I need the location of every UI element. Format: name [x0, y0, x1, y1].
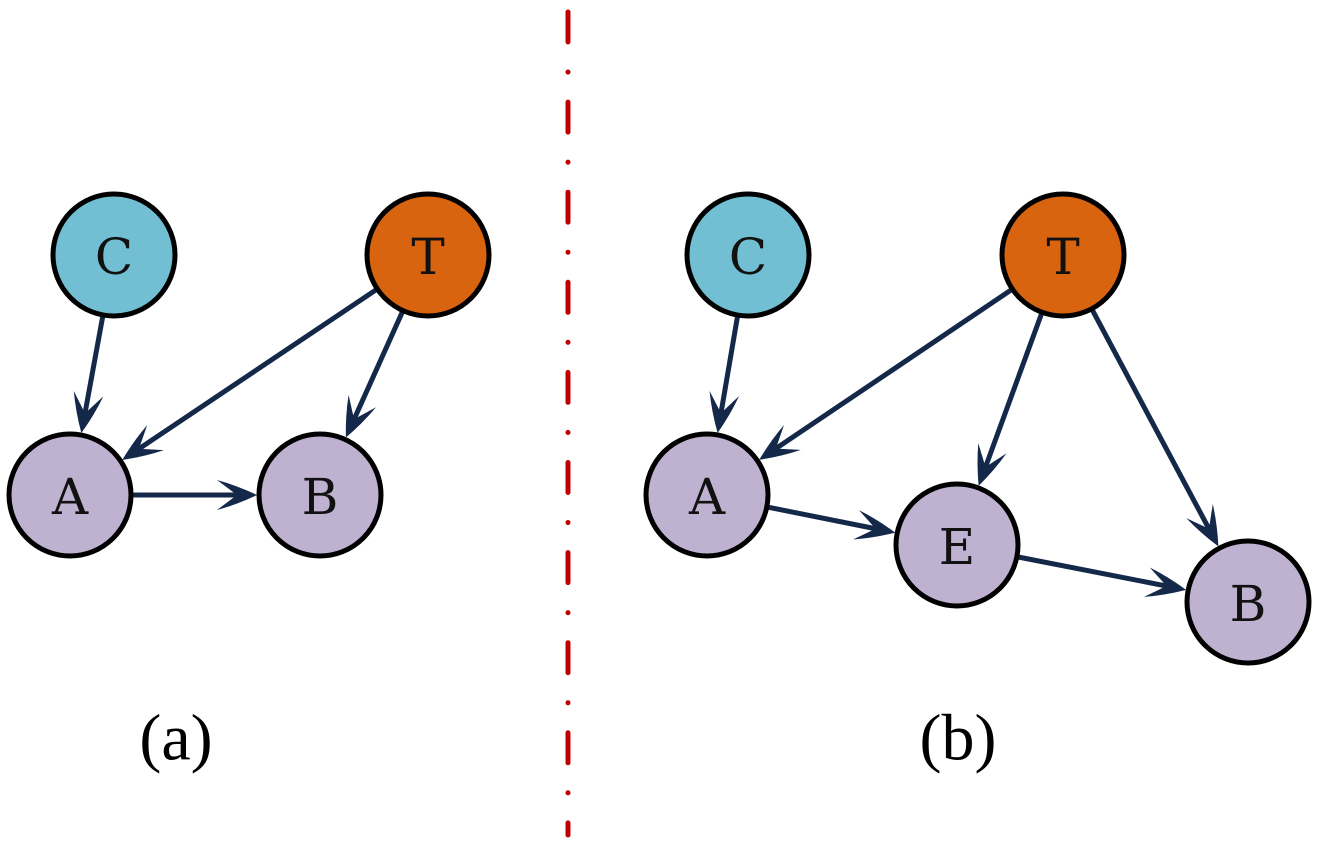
node-circle: [893, 481, 1021, 609]
node-circle: [643, 431, 771, 559]
node-b-E: E: [893, 481, 1021, 609]
node-circle: [999, 191, 1127, 319]
edge-line: [982, 313, 1044, 470]
arrowhead-icon: [73, 390, 104, 434]
edge-a-C-A: [73, 316, 106, 434]
node-label: T: [411, 228, 444, 286]
caption-b: (b): [920, 702, 997, 775]
edge-a-T-A: [122, 288, 378, 460]
arrowhead-icon: [709, 390, 740, 433]
arrowhead-icon: [853, 510, 896, 540]
edge-b-E-B: [1018, 554, 1187, 597]
node-label: C: [729, 228, 767, 286]
edge-line: [350, 311, 405, 423]
edge-b-T-E: [977, 313, 1044, 486]
node-label: T: [1046, 228, 1079, 286]
node-circle: [50, 191, 178, 319]
arrowhead-icon: [122, 425, 164, 460]
edge-b-T-A: [759, 288, 1013, 460]
edge-line: [768, 504, 879, 532]
arrowhead-icon: [217, 480, 257, 510]
arrowhead-icon: [1186, 504, 1219, 547]
node-a-C: C: [50, 191, 178, 319]
node-circle: [684, 191, 812, 319]
arrowhead-icon: [1144, 567, 1187, 597]
node-a-T: T: [364, 191, 492, 319]
node-circle: [1184, 538, 1312, 666]
arrowhead-icon: [759, 424, 801, 460]
edge-a-A-B: [133, 480, 257, 510]
node-label: C: [95, 228, 133, 286]
node-circle: [6, 431, 134, 559]
node-a-A: A: [6, 431, 134, 559]
node-label: B: [302, 468, 339, 526]
node-label: E: [939, 518, 976, 576]
caption-a: (a): [139, 702, 212, 775]
node-circle: [364, 191, 492, 319]
arrowhead-icon: [977, 443, 1007, 486]
edge-b-A-E: [768, 504, 896, 540]
edge-line: [135, 288, 378, 452]
node-label: A: [688, 468, 726, 526]
arrowhead-icon: [345, 394, 376, 438]
node-label: A: [51, 468, 89, 526]
node-b-T: T: [999, 191, 1127, 319]
edge-line: [772, 288, 1013, 452]
edge-line: [82, 316, 106, 416]
edge-b-C-A: [709, 316, 740, 433]
node-circle: [256, 431, 384, 559]
node-b-A: A: [643, 431, 771, 559]
edge-line: [1018, 554, 1169, 589]
node-b-B: B: [1184, 538, 1312, 666]
edge-a-T-B: [345, 311, 405, 438]
edge-line: [718, 316, 740, 416]
node-a-B: B: [256, 431, 384, 559]
node-b-C: C: [684, 191, 812, 319]
edge-b-T-B: [1090, 309, 1219, 547]
node-label: B: [1230, 575, 1267, 633]
edge-line: [1090, 309, 1213, 532]
